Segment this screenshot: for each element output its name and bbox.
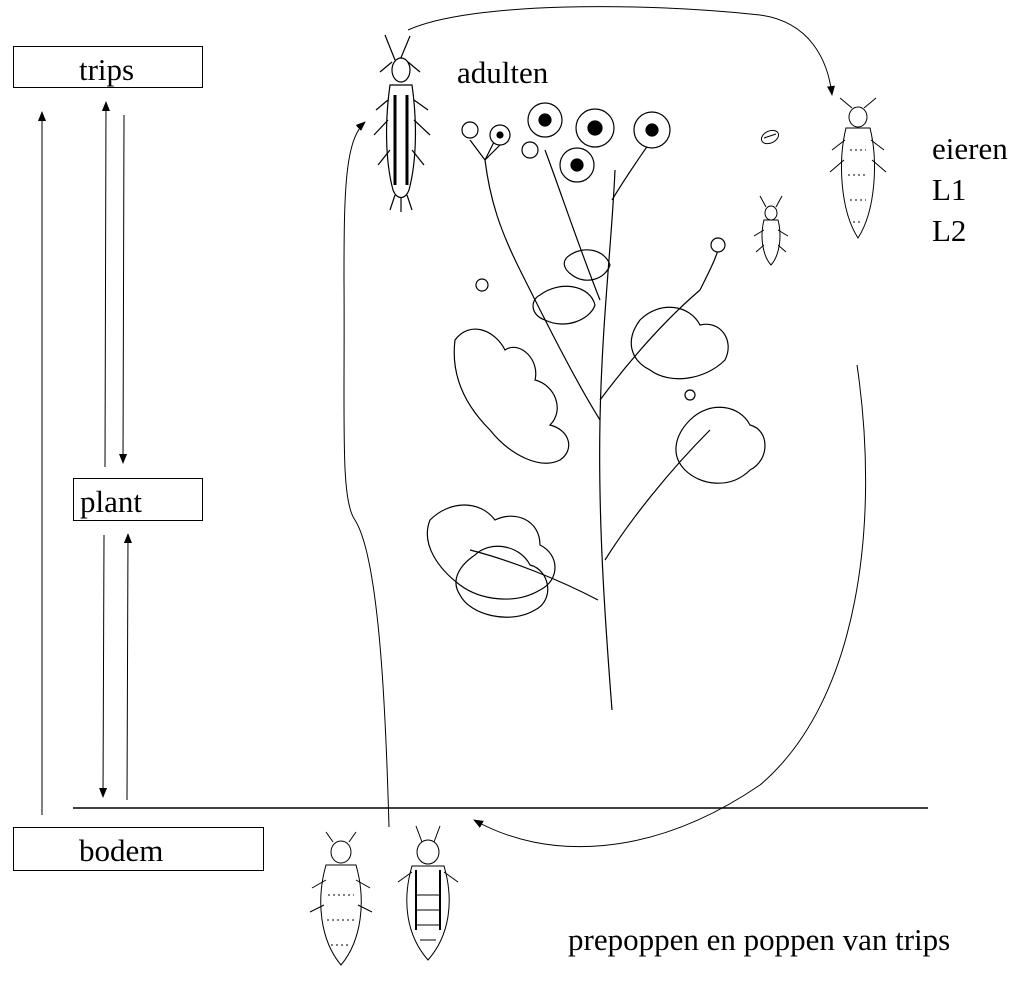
- l2-larva-illustration: [830, 98, 886, 238]
- plant-box: plant: [73, 478, 203, 521]
- arrow-bodem-to-plant: [127, 534, 128, 800]
- arrow-trips-to-plant: [123, 115, 124, 463]
- flower-heads: [462, 103, 725, 400]
- trips-box: trips: [13, 46, 203, 88]
- egg-illustration: [759, 128, 780, 146]
- arrow-plant-to-trips: [105, 102, 106, 467]
- pupa-illustration: [398, 826, 458, 960]
- bodem-label: bodem: [79, 835, 163, 866]
- plant-label: plant: [80, 486, 142, 517]
- trips-label: trips: [79, 54, 134, 85]
- l2-label: L2: [932, 215, 966, 246]
- bodem-box: bodem: [13, 827, 264, 871]
- adult-thrips-illustration: [374, 35, 430, 212]
- adults-label: adulten: [457, 57, 548, 88]
- plant-illustration: [427, 135, 765, 710]
- l1-label: L1: [932, 174, 966, 205]
- eggs-label: eieren: [932, 133, 1008, 164]
- l1-larva-illustration: [754, 196, 788, 265]
- arrow-pupae-to-adults: [344, 122, 389, 827]
- arrow-larvae-to-pupae: [474, 365, 866, 847]
- prepupa-illustration: [310, 832, 372, 965]
- arrow-plant-to-bodem: [103, 535, 104, 797]
- pupae-label: prepoppen en poppen van trips: [568, 924, 950, 955]
